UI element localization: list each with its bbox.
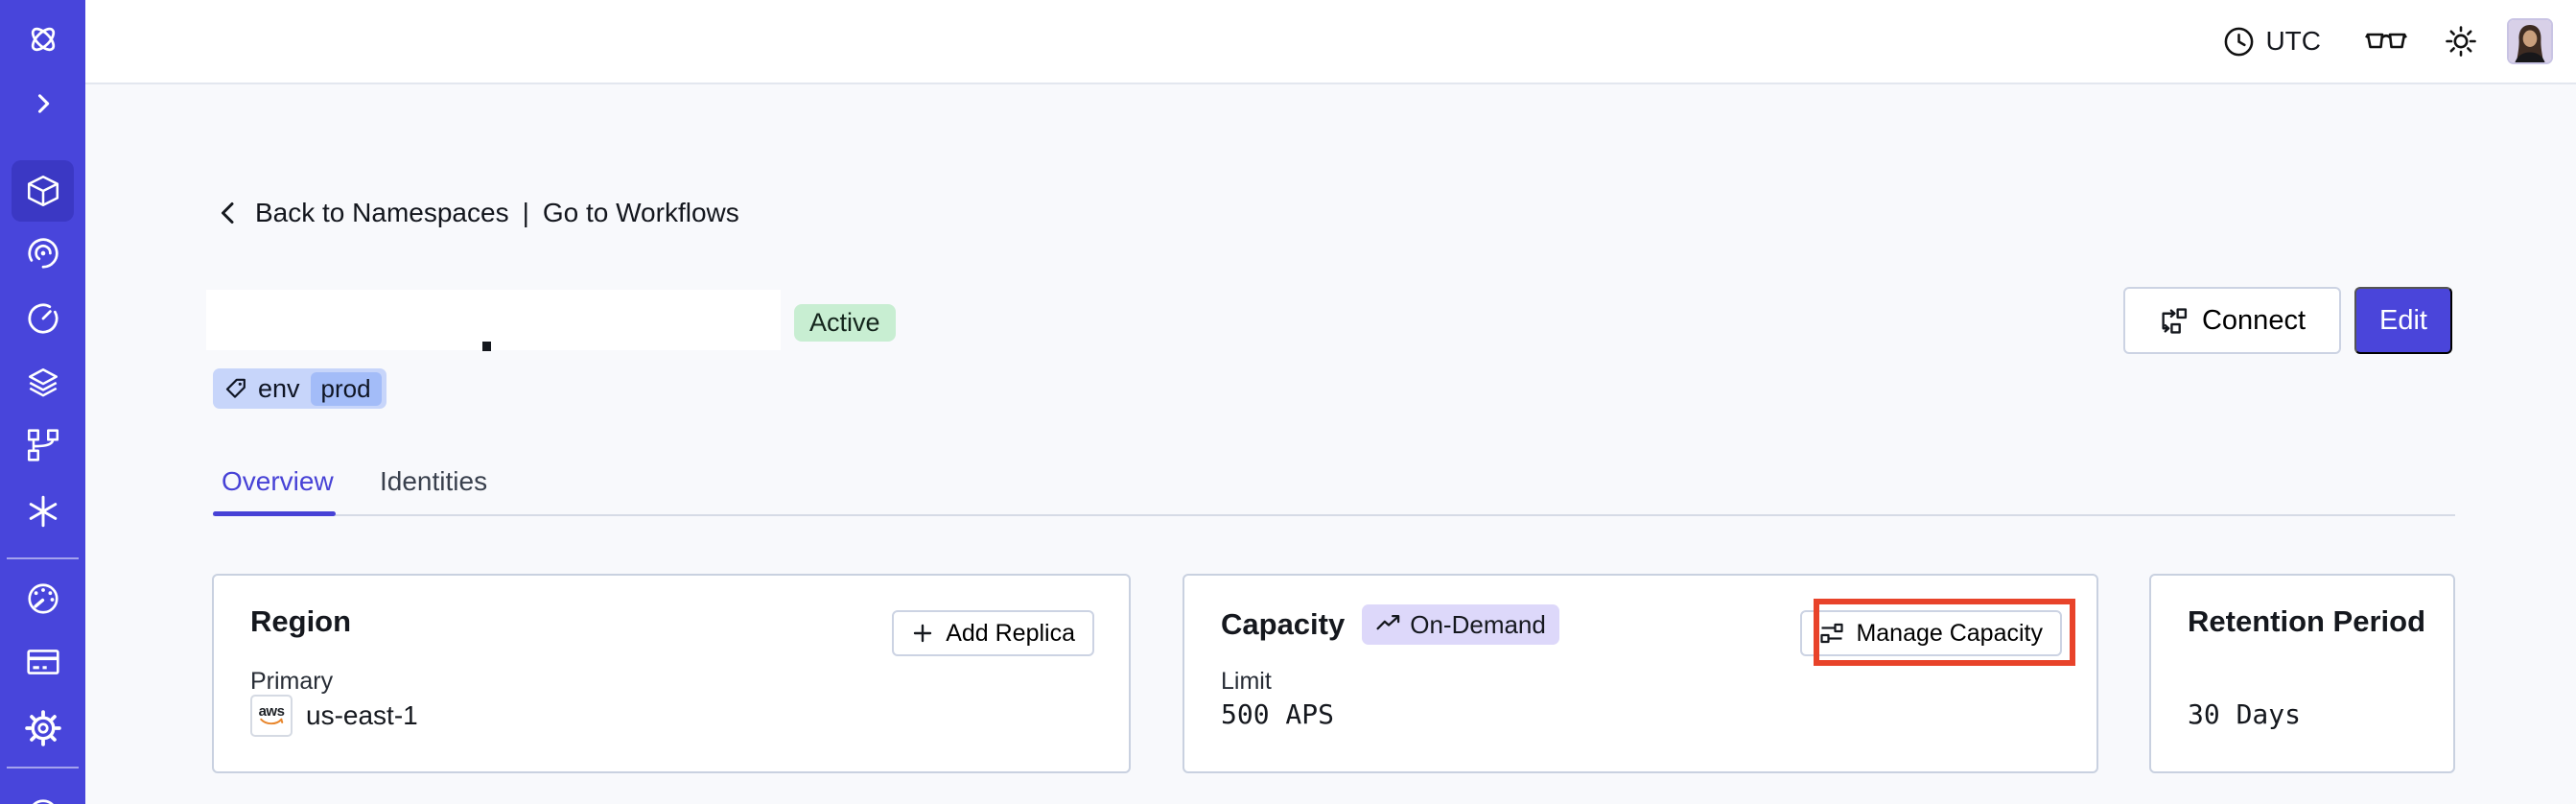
clock-icon	[2222, 25, 2256, 59]
breadcrumb-separator: |	[522, 198, 529, 227]
capacity-card-title: Capacity On-Demand	[1221, 604, 1559, 645]
sidebar-nav	[0, 0, 85, 804]
temporal-logo-icon[interactable]	[12, 9, 74, 70]
capacity-value: 500 APS	[1221, 698, 1335, 730]
plus-icon	[911, 622, 934, 645]
region-field-label: Primary	[250, 668, 334, 695]
connect-button[interactable]: Connect	[2123, 287, 2341, 354]
region-value-row: aws us-east-1	[250, 695, 418, 737]
connect-flow-icon	[2159, 306, 2189, 336]
avatar-portrait	[2509, 20, 2551, 62]
region-card: Region Add Replica Primary aws us-east-1	[212, 574, 1131, 773]
sidebar-item-nexus[interactable]	[12, 481, 74, 542]
tag-key: env	[258, 373, 300, 403]
tabs-divider	[213, 514, 2455, 516]
namespaces-cube-icon	[27, 175, 59, 207]
expand-chevron-icon[interactable]	[12, 73, 74, 134]
back-to-namespaces-link[interactable]: Back to Namespaces	[255, 198, 509, 227]
region-card-title: Region	[250, 604, 352, 638]
retention-card: Retention Period 30 Days	[2149, 574, 2455, 773]
sidebar-divider	[7, 767, 79, 769]
theme-toggle-sun-icon[interactable]	[2444, 24, 2478, 59]
user-avatar[interactable]	[2507, 18, 2553, 64]
tag-value: prod	[310, 371, 382, 406]
back-chevron-icon[interactable]	[217, 201, 242, 225]
breadcrumb: Back to Namespaces | Go to Workflows	[217, 198, 739, 228]
gear-icon	[24, 710, 61, 746]
branch-icon	[27, 429, 59, 461]
add-replica-button[interactable]: Add Replica	[892, 610, 1094, 656]
on-demand-badge: On-Demand	[1362, 604, 1559, 645]
asterisk-icon	[29, 495, 57, 528]
gauge-icon	[27, 583, 59, 614]
tab-overview[interactable]: Overview	[222, 466, 334, 496]
capacity-title-text: Capacity	[1221, 607, 1346, 641]
sidebar-item-branch[interactable]	[12, 414, 74, 476]
go-to-workflows-link[interactable]: Go to Workflows	[542, 198, 739, 227]
credit-card-icon	[26, 650, 59, 674]
sidebar-item-namespaces[interactable]	[12, 160, 74, 222]
capacity-card: Capacity On-Demand M	[1183, 574, 2098, 773]
topbar: UTC	[85, 0, 2576, 84]
timezone-selector[interactable]: UTC	[2222, 25, 2321, 59]
sidebar-item-timer[interactable]	[12, 288, 74, 349]
add-replica-label: Add Replica	[946, 619, 1075, 647]
sidebar-item-layers[interactable]	[12, 352, 74, 414]
namespace-tag-chip: env prod	[213, 368, 386, 409]
namespace-title-redacted	[206, 290, 781, 350]
labs-glasses-icon[interactable]	[2365, 28, 2407, 55]
sidebar-divider	[7, 557, 79, 559]
timer-icon	[28, 303, 58, 334]
manage-capacity-button[interactable]: Manage Capacity	[1800, 610, 2062, 656]
namespace-title-fragment	[482, 342, 491, 351]
aws-wordmark: aws	[258, 703, 285, 720]
aws-smile	[260, 718, 284, 725]
edit-button[interactable]: Edit	[2354, 287, 2452, 354]
sidebar-item-settings[interactable]	[12, 698, 74, 759]
sliders-icon	[1819, 621, 1844, 646]
spiral-icon	[28, 238, 59, 269]
capacity-field-label: Limit	[1221, 668, 1272, 695]
connect-button-label: Connect	[2201, 304, 2306, 336]
retention-value: 30 Days	[2188, 698, 2302, 730]
manage-capacity-label: Manage Capacity	[1856, 619, 2043, 647]
sidebar-item-spiral[interactable]	[12, 223, 74, 284]
status-badge: Active	[794, 304, 896, 342]
sidebar-item-billing[interactable]	[12, 631, 74, 693]
sidebar-item-support[interactable]	[12, 784, 74, 804]
aws-provider-icon: aws	[250, 695, 293, 737]
tab-identities[interactable]: Identities	[380, 466, 488, 496]
tag-icon	[224, 377, 247, 400]
timezone-label: UTC	[2265, 26, 2321, 56]
sidebar-item-usage[interactable]	[12, 568, 74, 629]
trend-up-icon	[1375, 612, 1401, 638]
retention-card-title: Retention Period	[2188, 604, 2426, 638]
circle-icon	[32, 799, 54, 804]
active-tab-underline	[213, 511, 336, 516]
on-demand-label: On-Demand	[1410, 609, 1546, 639]
region-value: us-east-1	[306, 700, 418, 730]
layers-icon	[28, 368, 58, 397]
